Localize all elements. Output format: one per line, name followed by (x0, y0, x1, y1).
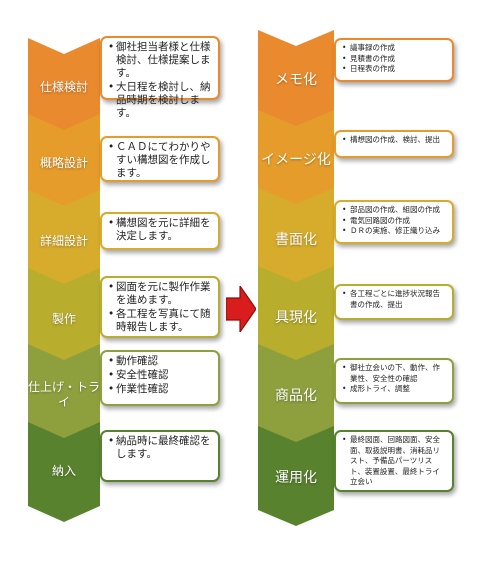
chevron-shape (28, 38, 100, 138)
left-desc-box-2: ＣＡＤにてわかりやすい構想図を作成します。 (100, 136, 220, 182)
chevron-shape (258, 110, 334, 210)
step-label: 運用化 (275, 470, 317, 486)
left-chevron-3: 詳細設計 (28, 190, 100, 290)
step-label: 仕様検討 (39, 80, 88, 94)
chevron-shape (28, 344, 100, 444)
step-label: 概略設計 (39, 156, 88, 170)
chevron-shape (258, 188, 334, 288)
chevron-shape (258, 30, 334, 130)
right-desc-box-5: 御社立会いの下、動作、作業性、安全性の確認 成形トライ、調整 (334, 358, 454, 404)
step-label: 製作 (51, 312, 76, 326)
desc-item: 各工程ごとに進捗状況報告書の作成、提出 (342, 289, 447, 310)
chevron-shape (28, 422, 100, 522)
left-chevron-6: 納入 (28, 422, 100, 522)
right-chevron-5: 商品化 (258, 344, 334, 444)
step-label: イメージ化 (261, 152, 331, 168)
desc-item: 動作確認 (108, 355, 213, 368)
desc-item: 納品時に最終確認をします。 (108, 435, 213, 461)
right-desc-box-2: 構想図の作成、検討、提出 (334, 130, 454, 158)
chevron-shape (258, 426, 334, 526)
right-chevron-3: 書面化 (258, 188, 334, 288)
desc-item: 最終図面、回路図面、安全面、取扱説明書、消耗品リスト、予備品パーツリスト、装置設… (342, 435, 447, 488)
desc-item: 各工程を写真にて随時報告します。 (108, 308, 213, 334)
right-chevron-4: 具現化 (258, 266, 334, 366)
step-label: 書面化 (275, 232, 317, 248)
arrow-shape (225, 284, 257, 334)
desc-item: ＣＡＤにてわかりやすい構想図を作成します。 (108, 141, 213, 180)
chevron-shape (258, 266, 334, 366)
desc-item: 御社立会いの下、動作、作業性、安全性の確認 (342, 363, 447, 384)
desc-item: 部品図の作成、組図の作成 (342, 205, 447, 216)
left-chevron-2: 概略設計 (28, 114, 100, 214)
left-chevron-4: 製作 (28, 268, 100, 368)
desc-item: 議事録の作成 (342, 43, 447, 54)
step-label: 商品化 (275, 388, 317, 404)
desc-item: 大日程を検討し、納品時期を検討します。 (108, 81, 213, 120)
right-desc-box-6: 最終図面、回路図面、安全面、取扱説明書、消耗品リスト、予備品パーツリスト、装置設… (334, 430, 454, 492)
right-chevron-6: 運用化 (258, 426, 334, 526)
left-desc-box-6: 納品時に最終確認をします。 (100, 430, 220, 482)
right-arrow-icon (225, 284, 257, 334)
desc-item: 作業性確認 (108, 383, 213, 396)
left-chevron-1: 仕様検討 (28, 38, 100, 138)
left-desc-box-1: 御社担当者様と仕様検討、仕様提案します。 大日程を検討し、納品時期を検討します。 (100, 36, 220, 119)
chevron-shape (28, 190, 100, 290)
step-label: 具現化 (275, 310, 317, 326)
chevron-shape (28, 114, 100, 214)
desc-item: 日程表の作成 (342, 64, 447, 75)
right-chevron-1: メモ化 (258, 30, 334, 130)
desc-item: 見積書の作成 (342, 54, 447, 65)
right-desc-box-4: 各工程ごとに進捗状況報告書の作成、提出 (334, 284, 454, 320)
right-desc-box-1: 議事録の作成 見積書の作成 日程表の作成 (334, 38, 454, 82)
desc-item: 構想図の作成、検討、提出 (342, 135, 447, 146)
right-desc-box-3: 部品図の作成、組図の作成 電気回路図の作成 ＤＲの実施、修正織り込み (334, 200, 454, 244)
desc-item: 電気回路図の作成 (342, 216, 447, 227)
step-label: 納入 (51, 464, 76, 478)
step-label: 詳細設計 (39, 234, 88, 248)
left-desc-box-5: 動作確認 安全性確認 作業性確認 (100, 350, 220, 406)
left-desc-box-3: 構想図を元に詳細を決定します。 (100, 212, 220, 250)
desc-item: 御社担当者様と仕様検討、仕様提案します。 (108, 41, 213, 80)
step-label: 仕上げ・トライ (28, 380, 101, 409)
desc-item: 図面を元に製作作業を進めます。 (108, 281, 213, 307)
chevron-shape (258, 344, 334, 444)
desc-item: 構想図を元に詳細を決定します。 (108, 217, 213, 243)
desc-item: 安全性確認 (108, 369, 213, 382)
desc-item: ＤＲの実施、修正織り込み (342, 226, 447, 237)
step-label: メモ化 (275, 72, 317, 88)
desc-item: 成形トライ、調整 (342, 384, 447, 395)
right-chevron-2: イメージ化 (258, 110, 334, 210)
chevron-shape (28, 268, 100, 368)
left-desc-box-4: 図面を元に製作作業を進めます。 各工程を写真にて随時報告します。 (100, 276, 220, 338)
left-chevron-5: 仕上げ・トライ (28, 344, 100, 444)
